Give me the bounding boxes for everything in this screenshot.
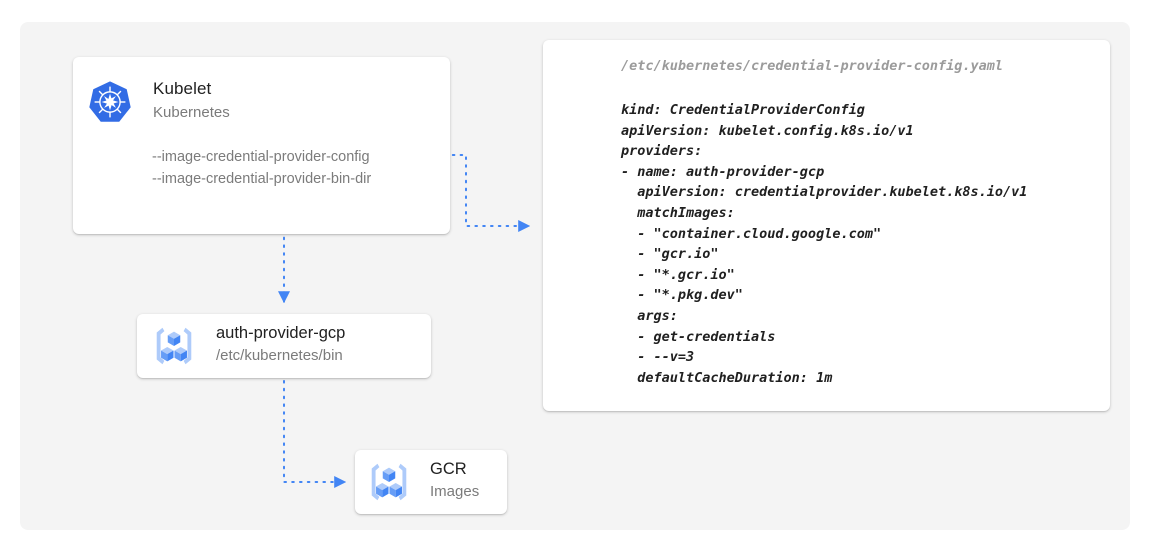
kubelet-subtitle: Kubernetes: [153, 104, 230, 121]
container-registry-icon: [371, 463, 407, 501]
kubelet-flag-image-credential-provider-bin-dir: --image-credential-provider-bin-dir: [152, 171, 372, 187]
gcr-subtitle: Images: [430, 483, 480, 500]
kubelet-card[interactable]: Kubelet Kubernetes --image-credential-pr…: [73, 57, 450, 234]
auth-provider-subtitle: /etc/kubernetes/bin: [216, 347, 343, 364]
auth-provider-title: auth-provider-gcp: [216, 324, 346, 342]
kubelet-title: Kubelet: [153, 79, 212, 98]
yaml-content: kind: CredentialProviderConfig apiVersio…: [621, 102, 1028, 386]
container-registry-icon: [156, 327, 192, 365]
kubernetes-logo-icon: [89, 81, 131, 122]
auth-provider-gcp-card[interactable]: auth-provider-gcp /etc/kubernetes/bin: [137, 314, 431, 378]
yaml-file-path: /etc/kubernetes/credential-provider-conf…: [621, 58, 1004, 74]
credential-provider-config-panel[interactable]: /etc/kubernetes/credential-provider-conf…: [543, 40, 1110, 411]
gcr-title: GCR: [430, 460, 467, 478]
kubelet-flag-image-credential-provider-config: --image-credential-provider-config: [152, 149, 370, 165]
gcr-card[interactable]: GCR Images: [355, 450, 507, 514]
